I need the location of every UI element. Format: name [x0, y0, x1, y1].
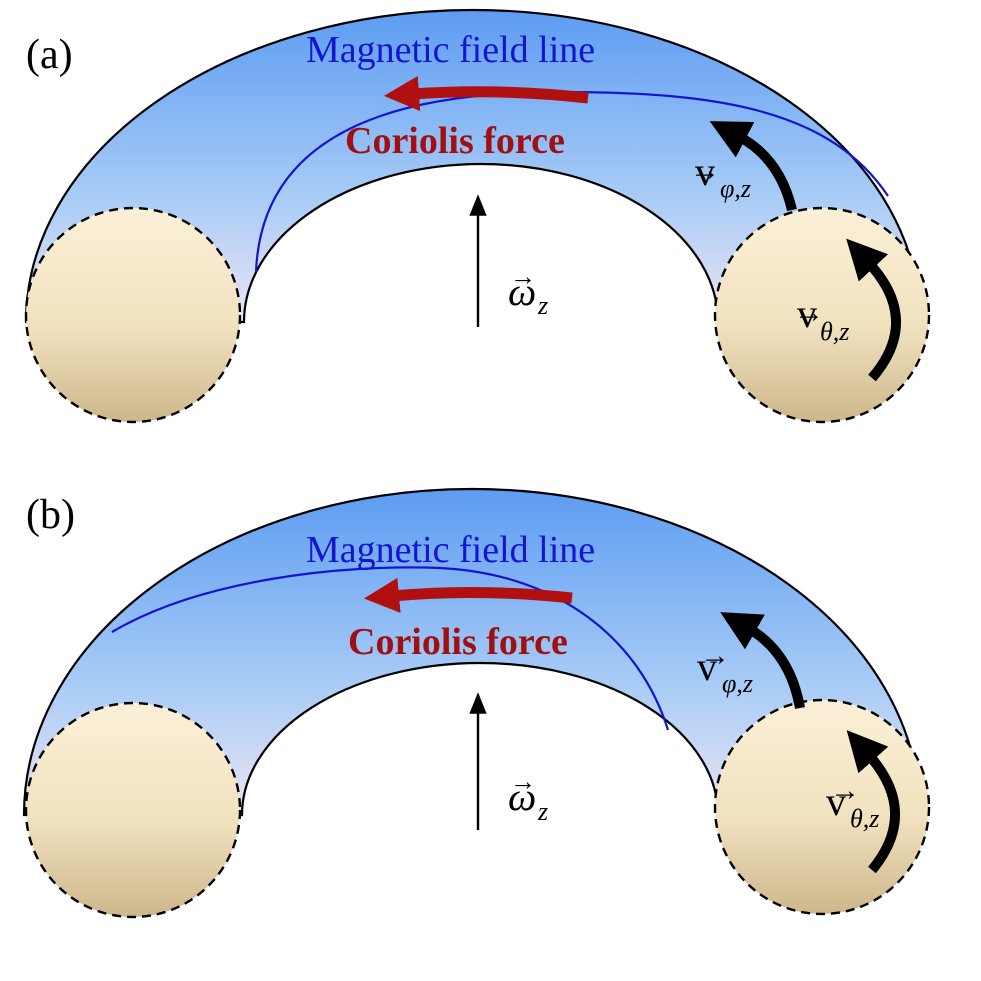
svg-text:→: → [700, 639, 730, 672]
panel-b: (b) Magnetic field line Coriolis force →… [22, 487, 931, 919]
panel-a: (a) Magnetic field line Coriolis force →… [24, 8, 931, 424]
v-phi-arrow [720, 612, 805, 709]
cross-section-left [24, 206, 242, 424]
v-theta-arrow [846, 730, 900, 874]
v-phi-symbol: v [695, 149, 715, 194]
svg-text:→: → [830, 774, 860, 807]
torus-band [22, 487, 922, 817]
coriolis-force-label: Coriolis force [345, 120, 565, 162]
magnetic-field-line [111, 566, 670, 731]
omega-label: → ω z [508, 767, 548, 826]
cross-section-left [24, 701, 242, 919]
coriolis-force-arrow [363, 577, 573, 613]
field-line-label: Magnetic field line [306, 529, 595, 571]
panel-label: (a) [26, 32, 73, 78]
v-phi-subscript: φ,z [722, 669, 753, 698]
svg-text:→: → [794, 296, 824, 329]
omega-subscript: z [537, 797, 548, 826]
coriolis-force-arrow [383, 75, 589, 112]
svg-text:→: → [690, 154, 720, 187]
v-phi-label: → v φ,z [697, 639, 753, 698]
v-theta-symbol: v [797, 291, 817, 336]
svg-text:→: → [510, 767, 536, 796]
v-theta-symbol: v [826, 779, 846, 824]
torus-band [24, 8, 922, 324]
panel-label: (b) [26, 492, 75, 538]
v-phi-symbol: v [697, 644, 717, 689]
field-line-label: Magnetic field line [306, 29, 595, 71]
v-theta-subscript: θ,z [820, 317, 849, 346]
coriolis-force-label: Coriolis force [348, 621, 568, 663]
omega-symbol: ω [508, 269, 536, 314]
v-theta-arrow [846, 238, 901, 382]
v-theta-subscript: θ,z [850, 804, 879, 833]
v-phi-label: → v φ,z [690, 149, 751, 203]
omega-symbol: ω [508, 774, 536, 819]
omega-label: → ω z [508, 262, 548, 320]
v-theta-label: → v θ,z [826, 774, 879, 833]
v-phi-arrow [709, 121, 797, 212]
v-phi-subscript: φ,z [720, 174, 751, 203]
svg-text:→: → [510, 262, 536, 291]
v-theta-label: → v θ,z [794, 291, 849, 346]
omega-subscript: z [537, 291, 548, 320]
